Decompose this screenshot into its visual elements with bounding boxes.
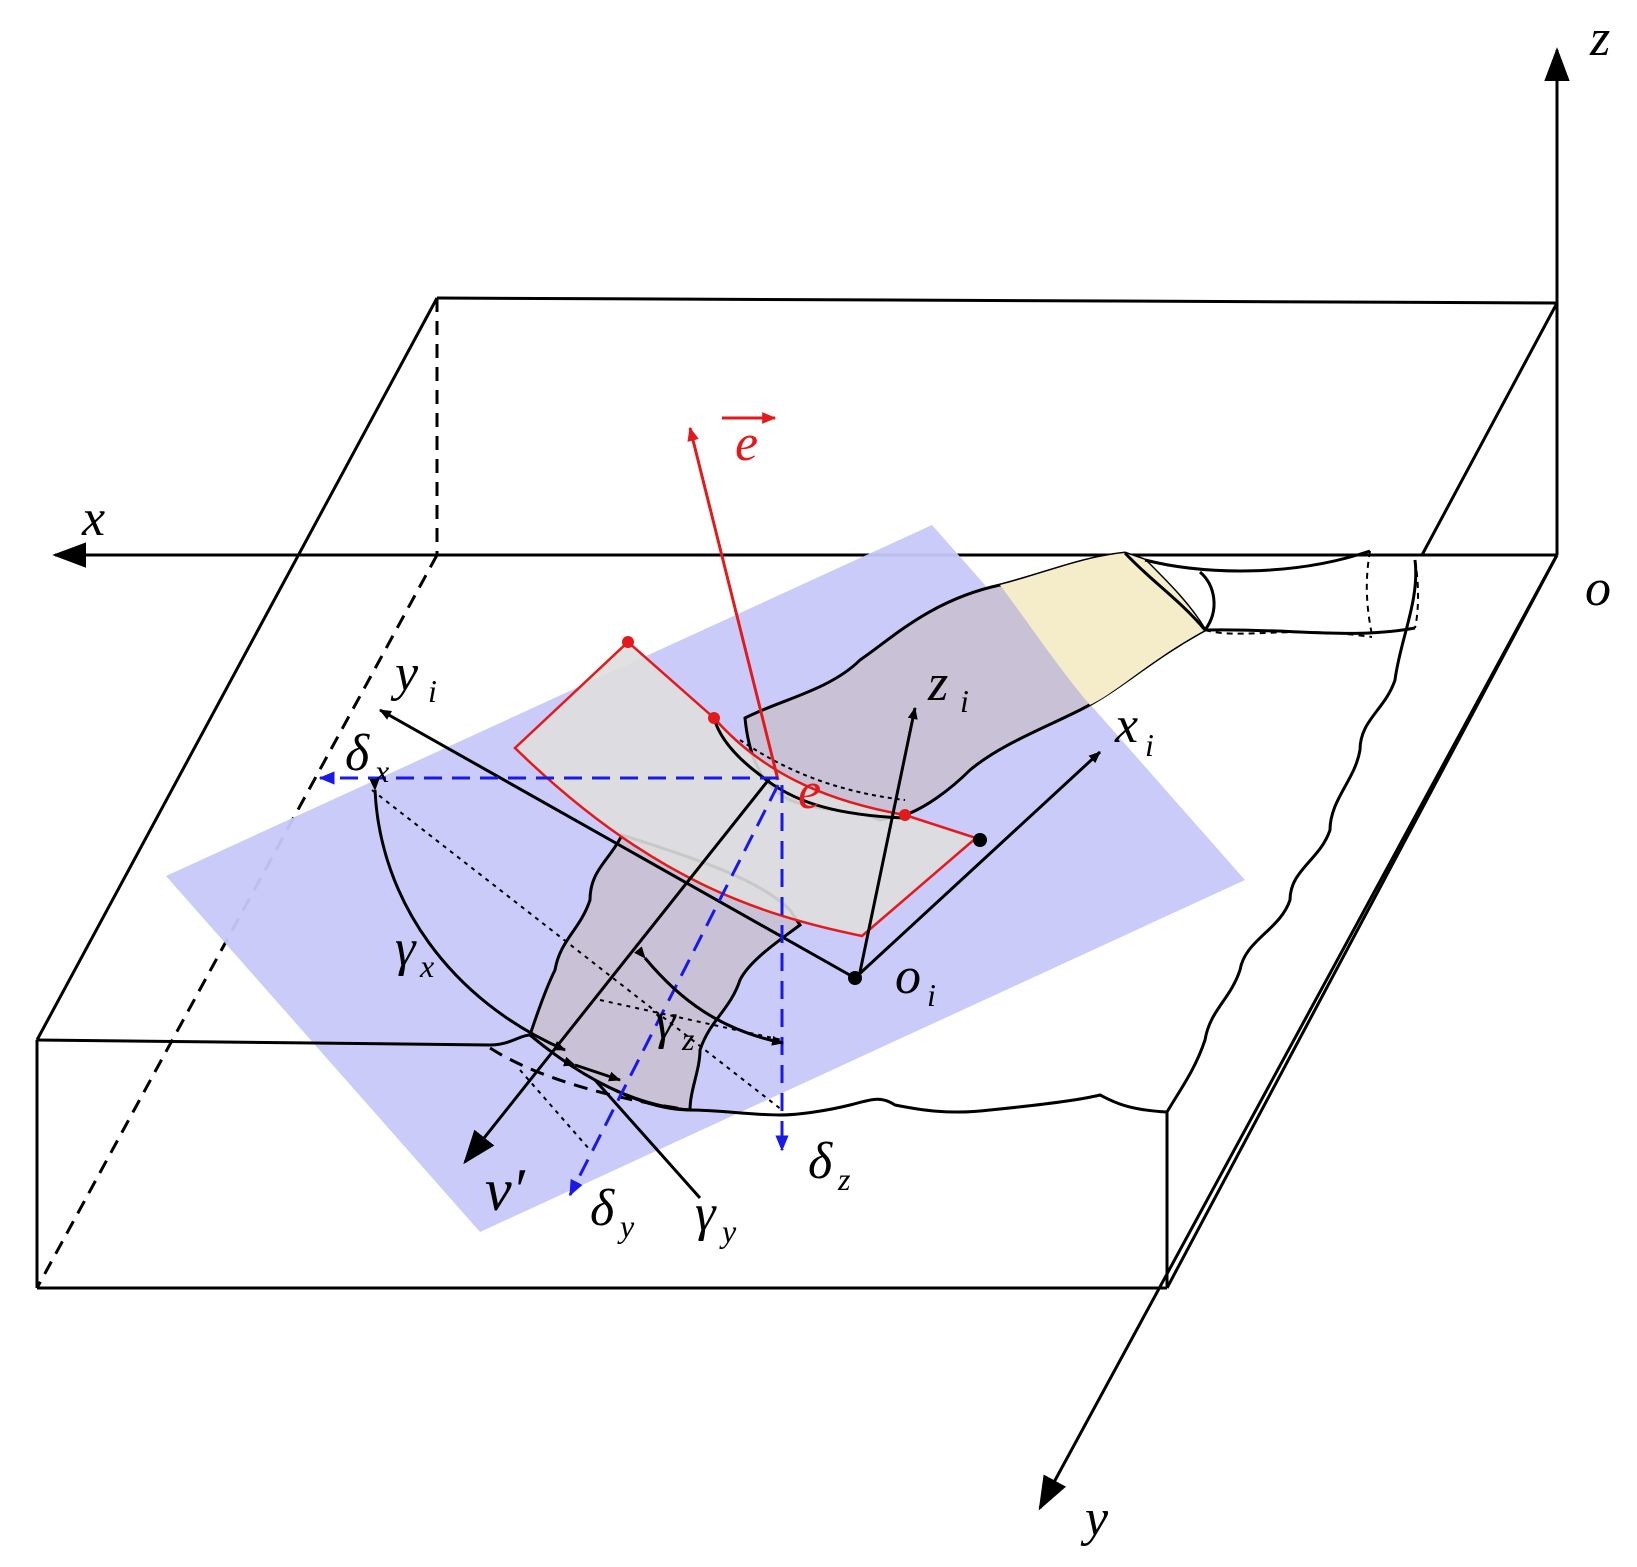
label-axis-y: y	[1080, 1490, 1109, 1547]
label-local-x: x i	[1114, 697, 1154, 763]
label-local-y: y i	[390, 645, 437, 709]
svg-text:z: z	[681, 1021, 695, 1057]
svg-text:x: x	[1114, 697, 1138, 754]
normal-vector-e	[687, 426, 780, 781]
svg-text:δ: δ	[808, 1133, 833, 1190]
label-v-prime: v′	[485, 1157, 526, 1223]
machined-surface-edge	[1165, 559, 1418, 1113]
patch-corner-points	[622, 636, 911, 821]
label-gamma-z: γ z	[655, 993, 695, 1057]
label-delta-x: δ x	[345, 725, 389, 789]
cutting-surface-patch	[513, 640, 979, 938]
label-local-z: z i	[927, 655, 969, 719]
box-top-back-edge	[436, 296, 1559, 556]
label-gamma-x: γ x	[395, 920, 434, 984]
local-frame	[379, 707, 1102, 1165]
svg-text:i: i	[428, 673, 437, 709]
label-axis-z: z	[1589, 10, 1610, 67]
tool-tip-highlight	[1000, 553, 1205, 705]
label-origin: o	[1585, 560, 1611, 617]
svg-text:z: z	[927, 655, 948, 712]
label-vector-e: e	[735, 415, 758, 472]
svg-text:z: z	[837, 1161, 851, 1197]
svg-text:y: y	[390, 645, 419, 702]
gamma-y-arc	[562, 1056, 621, 1082]
box-right-front-edge	[1165, 554, 1559, 1289]
label-delta-z: δ z	[808, 1133, 851, 1197]
svg-text:o: o	[895, 948, 921, 1005]
svg-text:y: y	[617, 1208, 635, 1244]
local-z-axis	[858, 707, 918, 973]
svg-text:γ: γ	[655, 993, 677, 1050]
gamma-z-arc	[634, 946, 784, 1046]
patch-point-right	[899, 809, 911, 821]
tool-holder	[1144, 549, 1420, 638]
local-y-axis	[379, 708, 856, 980]
gamma-x-arc	[369, 778, 566, 1052]
svg-text:γ: γ	[395, 920, 417, 977]
svg-text:δ: δ	[590, 1180, 615, 1237]
local-v-axis	[463, 777, 772, 1165]
label-local-o: o i	[895, 948, 936, 1013]
label-delta-y: δ y	[590, 1180, 635, 1244]
local-origin-point	[848, 971, 862, 985]
gamma-y-leader	[593, 1079, 702, 1199]
svg-text:y: y	[719, 1213, 737, 1249]
svg-text:x: x	[374, 753, 389, 789]
svg-text:x: x	[419, 948, 434, 984]
label-point-e: e	[798, 763, 821, 820]
svg-text:i: i	[1145, 727, 1154, 763]
label-axis-x: x	[81, 490, 105, 547]
svg-text:i: i	[927, 977, 936, 1013]
patch-point-mid	[708, 712, 720, 724]
svg-text:i: i	[960, 683, 969, 719]
patch-point-top	[622, 636, 634, 648]
box-top-left-edge	[35, 297, 439, 1041]
label-gamma-y: γ y	[695, 1185, 737, 1249]
text-labels: z x y o e e y i z i x i o i δ x δ z	[81, 10, 1611, 1547]
local-x-endpoint	[973, 833, 987, 847]
svg-text:γ: γ	[695, 1185, 717, 1242]
svg-text:δ: δ	[345, 725, 370, 782]
tool-shank-outline	[1123, 551, 1207, 631]
angle-arcs	[369, 778, 784, 1199]
local-x-axis	[853, 750, 1102, 980]
cross-section-dashed-arc	[489, 1046, 691, 1112]
